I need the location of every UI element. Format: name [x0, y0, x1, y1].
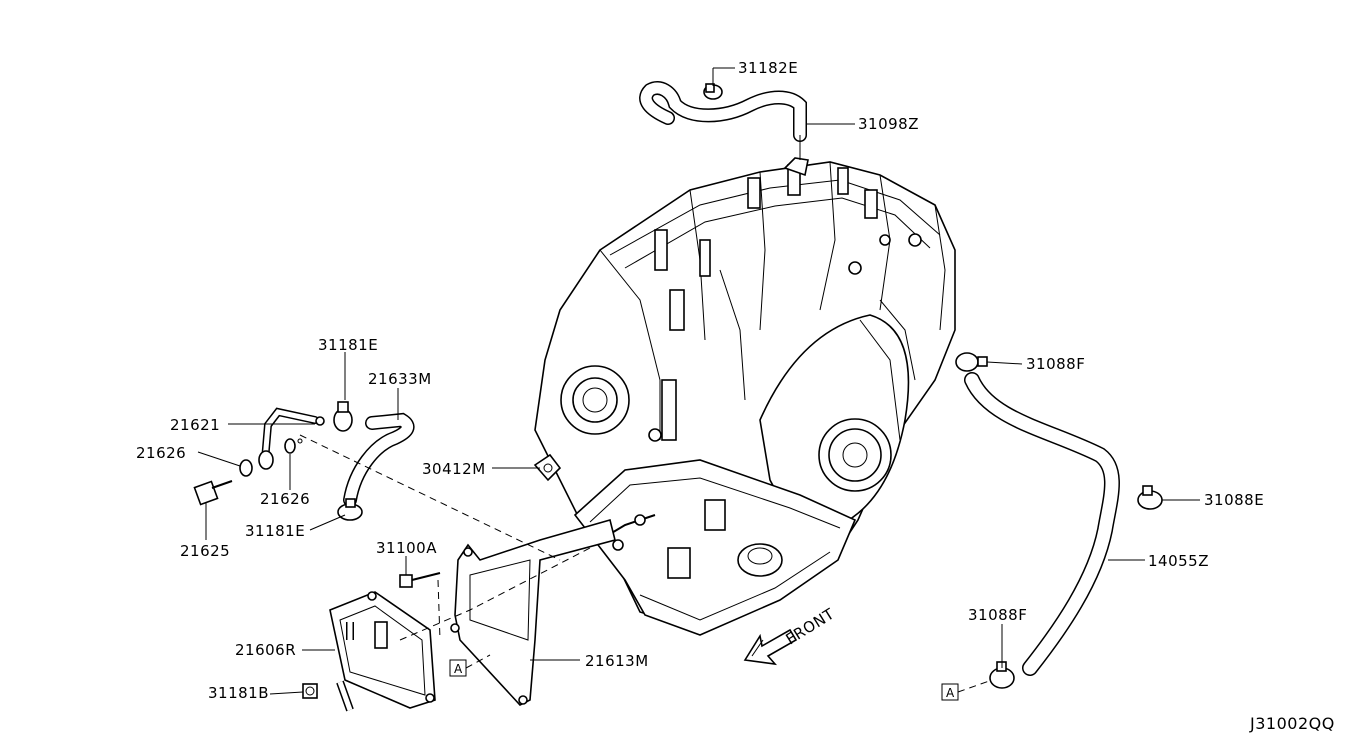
label-21613m: 21613M — [585, 652, 649, 670]
svg-text:A: A — [946, 686, 955, 700]
label-31088e: 31088E — [1204, 491, 1264, 509]
leader-lines — [197, 67, 1200, 695]
bolt-21625 — [193, 480, 233, 506]
clip-31088e — [1137, 485, 1163, 510]
clip-31088f-upper — [955, 352, 988, 372]
bracket-21613m — [450, 519, 616, 706]
clip-31181e-lower — [337, 498, 363, 521]
label-21625: 21625 — [180, 542, 230, 560]
label-21626-mid: 21626 — [260, 490, 310, 508]
label-31098z: 31098Z — [858, 115, 919, 133]
label-31088f-low: 31088F — [968, 606, 1027, 624]
transmission-case — [534, 157, 956, 636]
hose-14055z — [964, 372, 1120, 676]
label-31182e: 31182E — [738, 59, 798, 77]
label-31100a: 31100A — [376, 539, 437, 557]
clip-30412m — [533, 453, 562, 482]
assembly-line-1 — [299, 434, 561, 561]
label-14055z: 14055Z — [1148, 552, 1209, 570]
oil-cooler-21606r — [329, 591, 436, 712]
label-30412m: 30412M — [422, 460, 486, 478]
svg-text:A: A — [454, 662, 463, 676]
assembly-line-3 — [437, 579, 441, 641]
washer-21626-left — [239, 459, 253, 477]
oil-cooler-tube-21621 — [258, 407, 325, 470]
assembly-line-2 — [399, 547, 591, 641]
clip-31181e-upper — [333, 401, 353, 432]
label-31181e-top: 31181E — [318, 336, 378, 354]
front-arrow-icon: FRONT — [743, 604, 838, 666]
hose-21633m — [343, 412, 415, 507]
breather-hose-31098z — [639, 81, 807, 160]
front-label: FRONT — [783, 604, 838, 648]
ref-marker-left: A — [449, 654, 491, 677]
ref-marker-right: A — [941, 679, 993, 701]
label-31088f-top: 31088F — [1026, 355, 1085, 373]
label-21606r: 21606R — [235, 641, 296, 659]
washer-21626-mid — [284, 438, 303, 454]
clip-31181b — [302, 683, 318, 699]
label-21626-left: 21626 — [136, 444, 186, 462]
bolt-31100a — [399, 572, 441, 588]
clip-31182e — [703, 83, 723, 100]
label-31181b: 31181B — [208, 684, 269, 702]
diagram-code: J31002QQ — [1249, 714, 1335, 733]
label-31181e-low: 31181E — [245, 522, 305, 540]
label-21621: 21621 — [170, 416, 220, 434]
label-21633m: 21633M — [368, 370, 432, 388]
